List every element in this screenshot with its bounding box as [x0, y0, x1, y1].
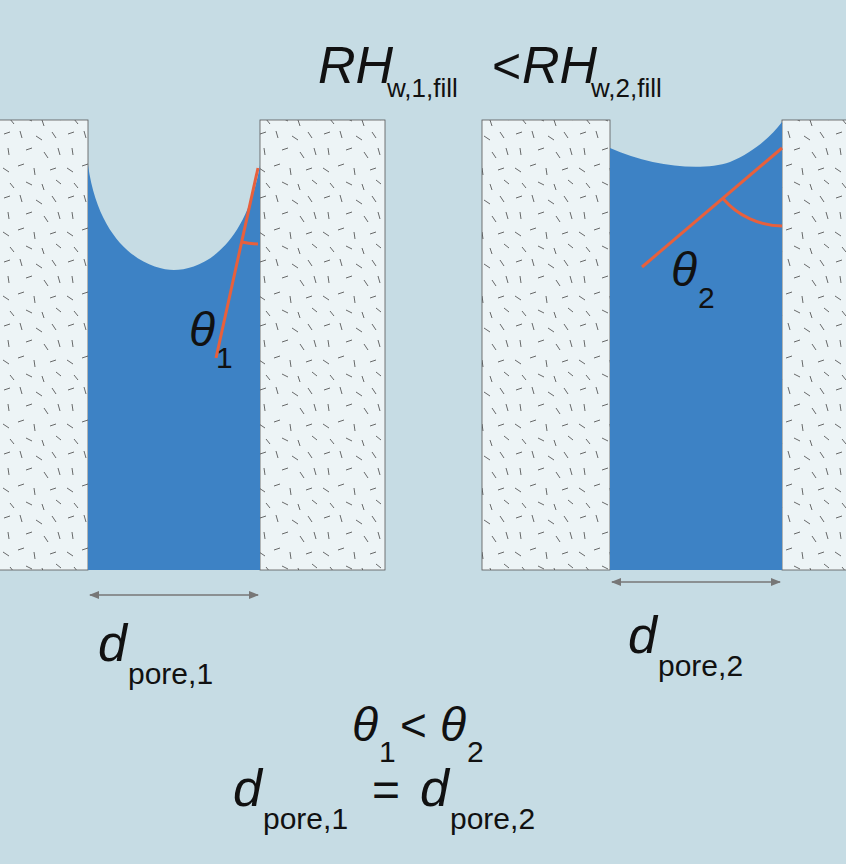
angle-symbol: θ	[189, 306, 215, 354]
pore-wall	[0, 120, 88, 570]
title-operator: <	[492, 41, 521, 91]
title-symbol: RH	[522, 39, 597, 91]
dimension-subscript: pore,1	[263, 804, 348, 834]
angle-subscript: 2	[467, 737, 484, 767]
dimension-subscript: pore,2	[658, 651, 743, 681]
dimension-symbol: d	[233, 762, 262, 814]
dimension-subscript: pore,2	[450, 804, 535, 834]
relation-operator: <	[400, 702, 427, 748]
dimension-arrow	[90, 594, 258, 596]
dimension-symbol: d	[628, 609, 657, 661]
angle-symbol: θ	[352, 701, 378, 749]
relation-operator: =	[372, 766, 400, 814]
angle-arc	[723, 199, 782, 227]
pore-wall	[482, 120, 610, 570]
pore-wall	[782, 120, 846, 570]
dimension-symbol: d	[98, 617, 127, 669]
pore-wall	[260, 120, 385, 570]
angle-subscript: 1	[379, 737, 396, 767]
dimension-symbol: d	[420, 762, 449, 814]
dimension-subscript: pore,1	[128, 659, 213, 689]
water-column	[610, 122, 782, 570]
angle-symbol: θ	[440, 701, 466, 749]
dimension-arrow	[612, 581, 780, 583]
angle-subscript: 2	[698, 283, 715, 313]
water-column	[88, 165, 260, 570]
tangent-line	[216, 168, 258, 358]
title-subscript: w,1,fill	[387, 75, 458, 101]
angle-symbol: θ	[671, 246, 697, 294]
tangent-line	[642, 148, 782, 267]
angle-subscript: 1	[216, 343, 233, 373]
title-symbol: RH	[318, 39, 393, 91]
angle-arc	[242, 242, 258, 244]
title-subscript: w,2,fill	[591, 75, 662, 101]
